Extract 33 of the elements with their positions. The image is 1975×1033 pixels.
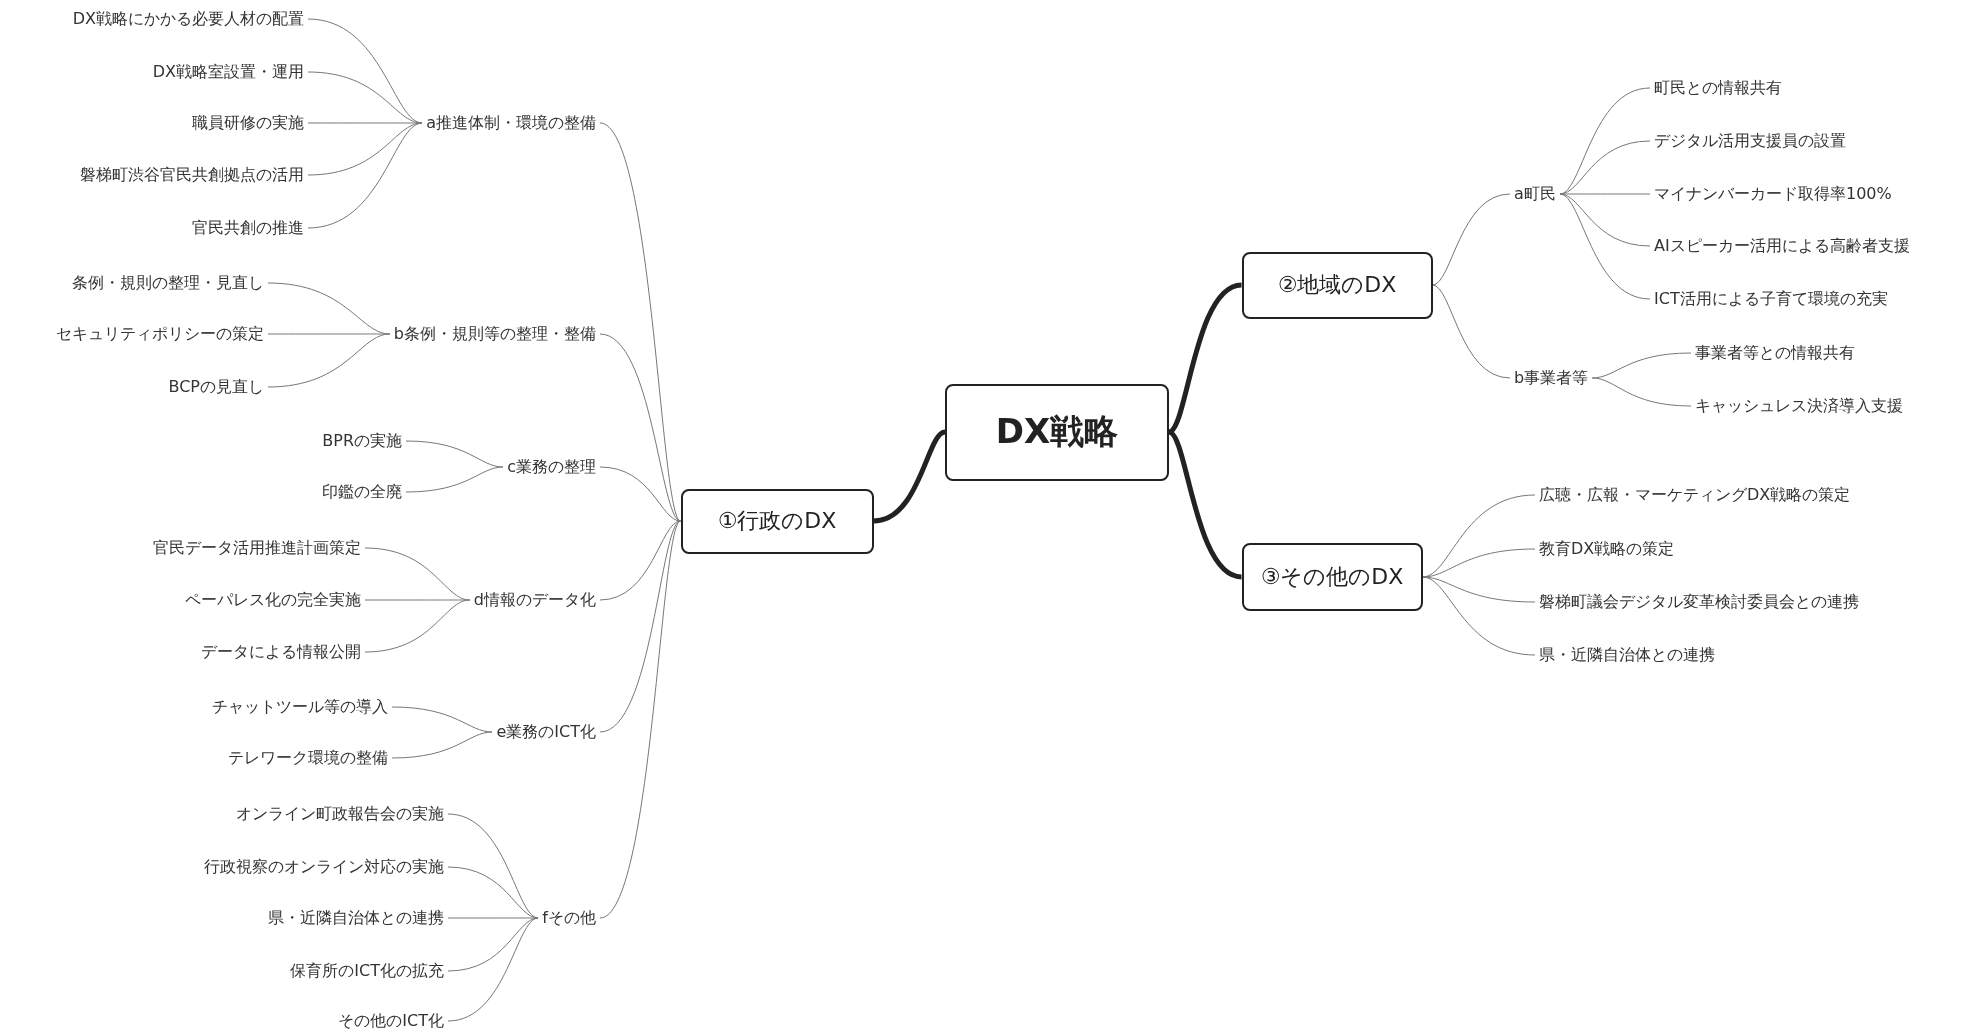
central-topic-box: DX戦略 — [945, 383, 1169, 481]
connector-line — [1559, 193, 1651, 300]
connector-line — [364, 599, 471, 653]
connector-line — [599, 520, 681, 601]
connector-line — [1432, 193, 1511, 286]
connector-line — [599, 520, 681, 919]
connector-line — [447, 917, 539, 972]
topic-box: ①行政のDX — [680, 488, 874, 554]
connector-line — [599, 122, 681, 522]
connector-line — [267, 333, 391, 335]
topic-box: ②地域のDX — [1241, 251, 1433, 319]
connector-line — [1432, 284, 1511, 379]
connector-line — [1167, 282, 1243, 435]
connector-line — [873, 429, 946, 524]
connector-line — [599, 466, 681, 522]
connector-line — [267, 333, 391, 388]
connector-line — [405, 440, 504, 468]
connector-line — [391, 706, 493, 733]
connector-line — [447, 917, 539, 1022]
connector-line — [307, 122, 423, 176]
connector-line — [1167, 429, 1243, 580]
topic-box: ③その他のDX — [1241, 543, 1423, 611]
connector-line — [1591, 352, 1692, 379]
connector-line — [599, 333, 681, 522]
connector-line — [1422, 576, 1536, 656]
connector-line — [307, 122, 423, 229]
connector-line — [1591, 377, 1692, 407]
connector-line — [599, 520, 681, 733]
connector-line — [405, 466, 504, 493]
connector-line — [1422, 548, 1536, 578]
connector-line — [364, 599, 471, 601]
connector-line — [307, 122, 423, 124]
connector-line — [391, 731, 493, 759]
